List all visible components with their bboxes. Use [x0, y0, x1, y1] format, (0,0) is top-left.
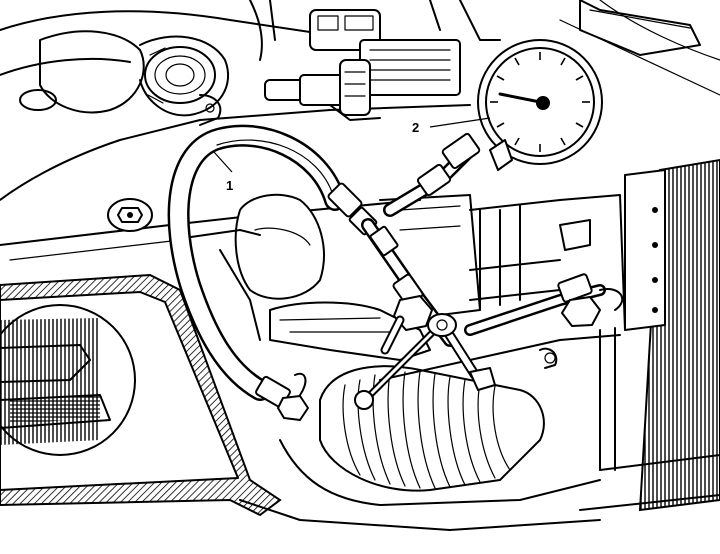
- corrugated-hose: [239, 365, 601, 531]
- callout-1: 1: [213, 151, 233, 193]
- right-fitting-line: [464, 273, 624, 336]
- gauge-needle: [498, 92, 542, 104]
- hose-end-fitting-lower: [255, 372, 309, 421]
- callout-2: 2: [412, 117, 491, 135]
- pressure-gauge-icon: [477, 39, 603, 171]
- callout-2-label: 2: [412, 120, 419, 135]
- callout-1-label: 1: [226, 178, 233, 193]
- upper-components: [249, 0, 701, 121]
- radiator-grille: [379, 158, 720, 512]
- gauge-line: [361, 132, 481, 347]
- left-bracket: [107, 94, 222, 232]
- engine-cover: [169, 193, 431, 361]
- headlamp-assembly: [0, 273, 282, 517]
- air-intake-duct: [19, 30, 230, 117]
- gauge-ticks: [490, 52, 590, 152]
- hose-assembly-1: [167, 124, 378, 421]
- valve-handle: [354, 313, 496, 410]
